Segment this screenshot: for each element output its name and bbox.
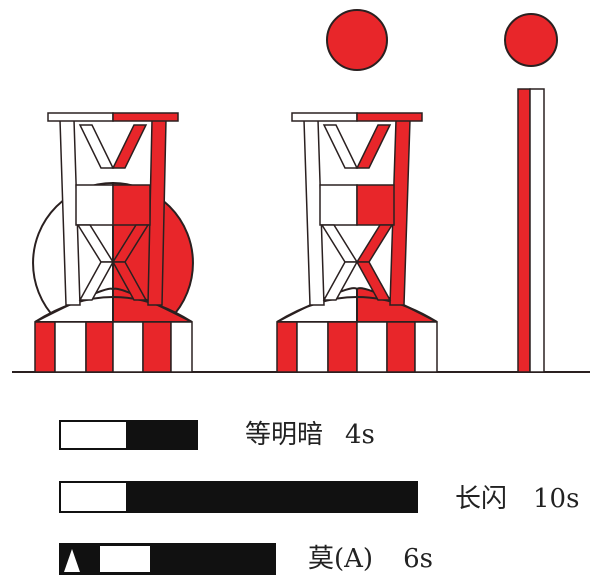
hull-stripe	[356, 321, 388, 373]
rhythm-bar-dark	[59, 543, 276, 575]
cage-band-right	[356, 184, 395, 226]
ball-topmark	[326, 9, 388, 71]
cage-brace	[78, 261, 115, 301]
rhythm-bar-light	[100, 546, 150, 572]
buoy-with-ball-topmark-icon	[276, 9, 438, 373]
hull-stripe	[54, 321, 87, 373]
cage-brace	[322, 261, 359, 301]
cage-brace	[111, 261, 148, 301]
hull-stripe	[276, 321, 298, 373]
hull-stripe	[112, 321, 144, 373]
hull-stripe	[296, 321, 329, 373]
hull-stripe	[327, 321, 358, 373]
cage-band-left	[75, 184, 114, 226]
triangle-marker-icon	[64, 549, 80, 572]
hull-stripe	[414, 321, 438, 373]
rhythm-long-flash	[59, 481, 418, 513]
rhythm-bar-dark	[126, 420, 198, 450]
rhythm-label-morse-a: 莫(A) 6s	[308, 546, 433, 572]
rhythm-label-long-flash: 长闪 10s	[455, 486, 579, 512]
cage-brace	[355, 124, 392, 169]
cage-brace	[111, 124, 148, 169]
cage-band-right	[112, 184, 151, 226]
rhythm-bar-light	[59, 420, 128, 450]
spar-red-half	[517, 88, 531, 373]
rhythm-name: 等明暗	[245, 420, 324, 450]
rhythm-name: 莫(A)	[308, 544, 374, 574]
rhythm-isophase	[59, 420, 198, 450]
rhythm-bar-dark	[126, 481, 418, 513]
spar-white-half	[529, 88, 545, 373]
cage-brace	[322, 124, 359, 169]
spar-buoy-icon	[504, 13, 558, 373]
cage-brace	[355, 224, 394, 263]
cage-top-bar-right	[112, 112, 179, 122]
hull-stripe	[142, 321, 172, 373]
cage-brace	[355, 261, 392, 301]
hull-dome-outline	[276, 296, 438, 323]
hull-stripe	[34, 321, 56, 373]
rhythm-label-isophase: 等明暗 4s	[245, 422, 375, 448]
hull-stripe	[170, 321, 193, 373]
cage-brace	[320, 224, 359, 263]
cage-brace	[78, 124, 115, 169]
rhythm-name: 长闪	[455, 484, 508, 514]
cage-top-bar-left	[47, 112, 114, 122]
cage-band-left	[319, 184, 358, 226]
cage-top-bar-left	[291, 112, 358, 122]
rhythm-period: 4s	[345, 420, 375, 450]
rhythm-period: 10s	[533, 484, 580, 514]
rhythm-period: 6s	[403, 544, 433, 574]
hull-stripe	[85, 321, 114, 373]
hull-stripe	[386, 321, 416, 373]
rhythm-morse-a	[59, 543, 276, 575]
rhythm-bar-light	[59, 481, 128, 513]
hull-dome-outline	[34, 296, 193, 323]
ball-topmark	[504, 13, 558, 67]
buoy-with-sphere-frame-icon	[32, 112, 194, 373]
cage-top-bar-right	[356, 112, 423, 122]
